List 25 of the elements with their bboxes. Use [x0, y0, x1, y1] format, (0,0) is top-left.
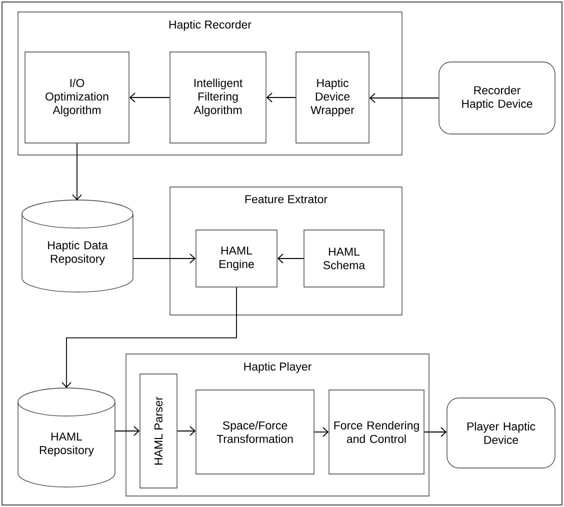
arrow: [129, 92, 170, 102]
process-box: Haptic Device Wrapper: [296, 52, 370, 144]
arrow: [424, 427, 447, 437]
arrow: [277, 254, 304, 264]
node-label: HAML Repository: [40, 432, 94, 456]
process-box: HAML Schema: [304, 230, 384, 288]
arrow: [132, 254, 196, 264]
device-box: Recorder Haptic Device: [438, 62, 556, 134]
process-box: HAML Engine: [196, 230, 278, 288]
parser-box: HAML Parser: [140, 374, 178, 488]
process-box: Force Rendering and Control: [328, 390, 424, 474]
arrow: [314, 427, 329, 437]
arrow: [114, 426, 140, 436]
database-cylinder: HAML Repository: [18, 388, 116, 488]
process-box: I/O Optimization Algorithm: [24, 52, 130, 144]
arrow: [176, 426, 196, 436]
arrow: [62, 286, 237, 388]
arrow: [72, 142, 82, 200]
process-box: Intelligent Filtering Algorithm: [170, 52, 266, 144]
device-box: Player Haptic Device: [446, 398, 556, 468]
arrow: [369, 93, 440, 103]
process-box: Space/Force Transformation: [196, 390, 314, 474]
database-cylinder: Haptic Data Repository: [22, 200, 134, 292]
arrow: [266, 92, 296, 102]
node-label: Haptic Data Repository: [48, 240, 108, 266]
